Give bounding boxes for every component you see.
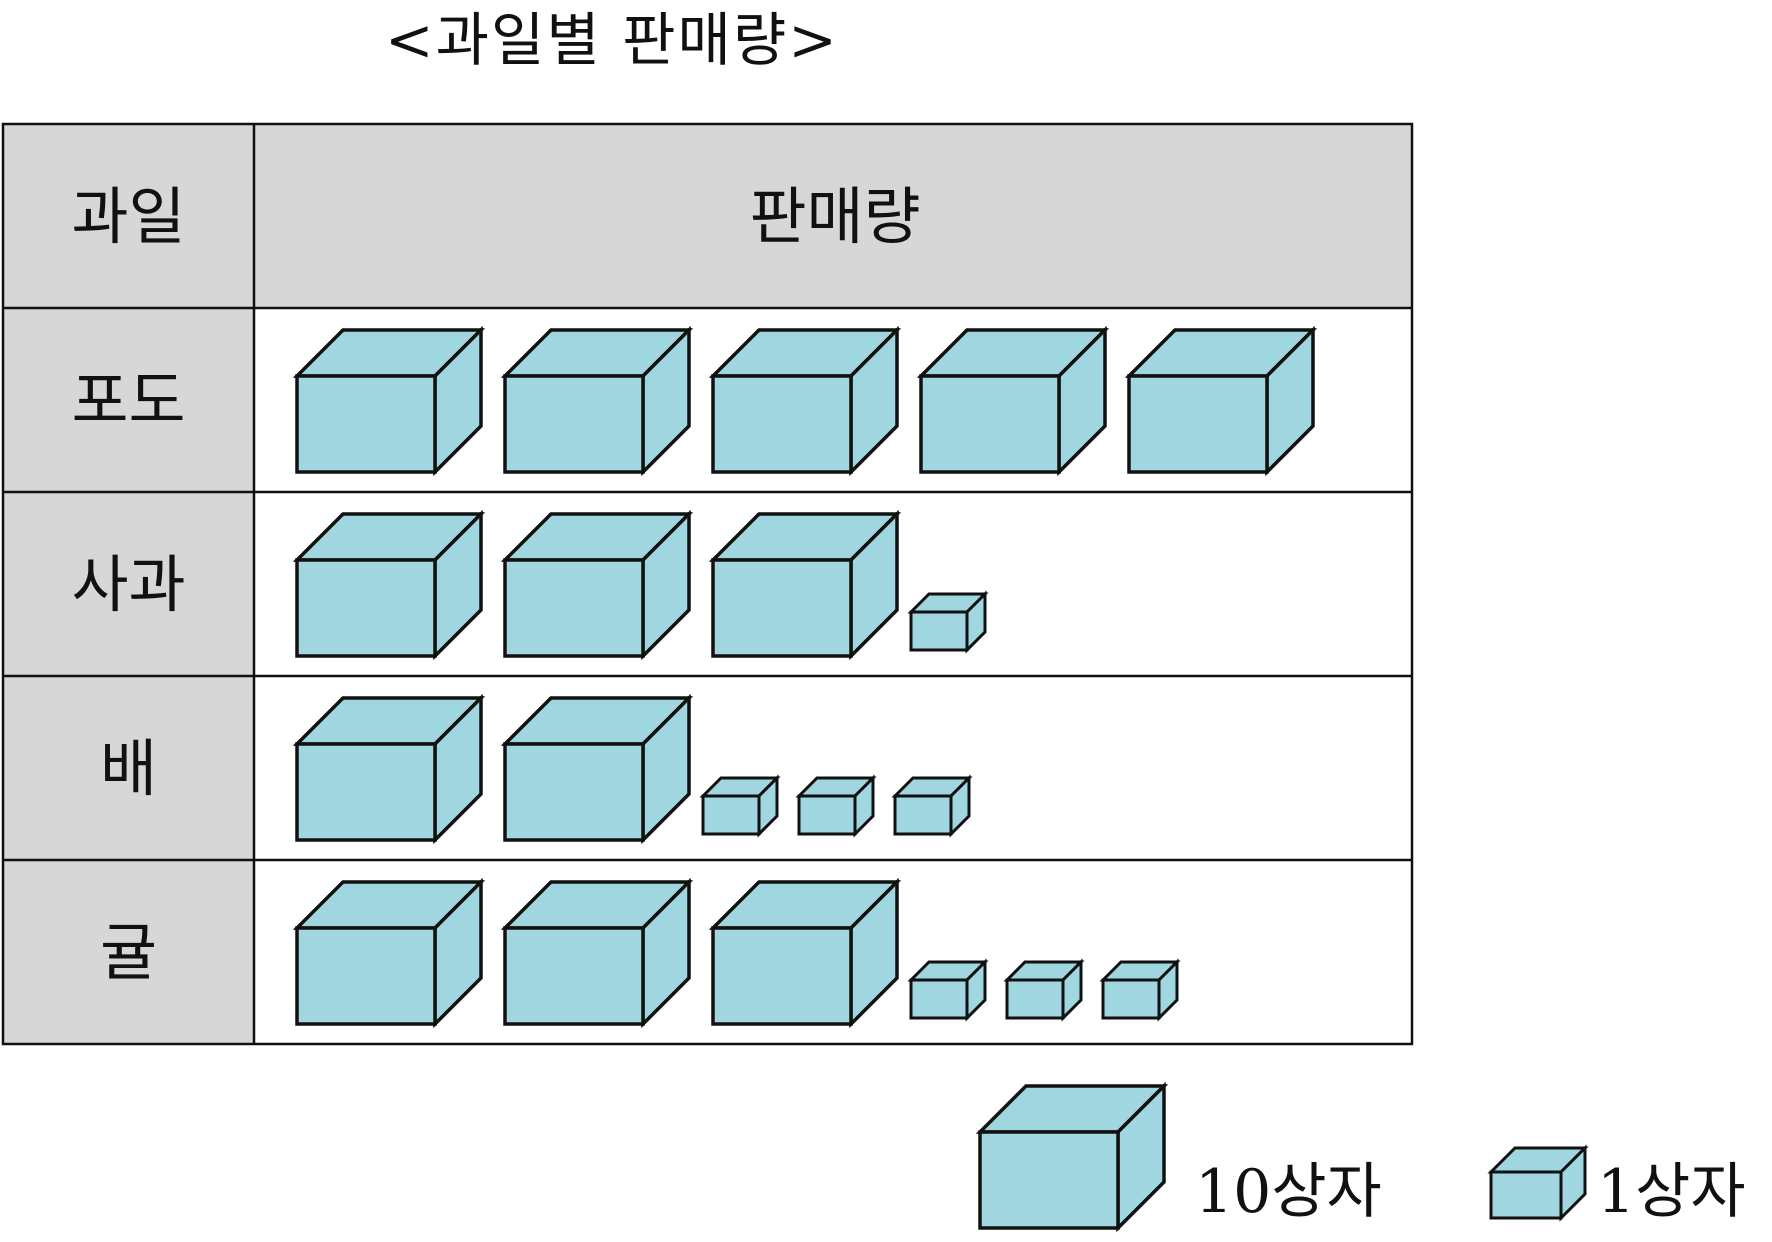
small-box-icon: [1003, 958, 1085, 1022]
table-border: [1, 122, 1414, 1046]
header-category-label: 과일: [71, 180, 185, 253]
icon-layer: [292, 325, 1318, 1029]
small-box-icon: [907, 958, 989, 1022]
large-box-icon: [1124, 325, 1318, 477]
small-box-icon: [1487, 1144, 1589, 1222]
header-value-label: 판매량: [749, 180, 920, 253]
large-box-icon: [916, 325, 1110, 477]
legend-label-large: 10상자: [1195, 1157, 1382, 1227]
large-box-icon: [975, 1081, 1169, 1233]
category-label: 귤: [100, 916, 157, 989]
category-label: 사과: [71, 548, 185, 621]
large-box-icon: [708, 877, 902, 1029]
small-box-icon: [699, 774, 781, 838]
small-box-icon: [795, 774, 877, 838]
large-box-icon: [292, 325, 486, 477]
large-box-icon: [292, 877, 486, 1029]
large-box-icon: [708, 509, 902, 661]
large-box-icon: [292, 509, 486, 661]
large-box-icon: [500, 877, 694, 1029]
legend-label-small: 1상자: [1597, 1157, 1746, 1227]
large-box-icon: [500, 325, 694, 477]
large-box-icon: [500, 509, 694, 661]
category-label: 배: [100, 732, 157, 805]
small-box-icon: [891, 774, 973, 838]
large-box-icon: [500, 693, 694, 845]
small-box-icon: [907, 590, 989, 654]
category-label: 포도: [71, 364, 185, 437]
large-box-icon: [708, 325, 902, 477]
legend: 10상자 1상자: [975, 1081, 1746, 1233]
small-box-icon: [1099, 958, 1181, 1022]
chart-title: <과일별 판매량>: [385, 6, 839, 74]
header-row-bg: [3, 124, 1412, 308]
large-box-icon: [292, 693, 486, 845]
